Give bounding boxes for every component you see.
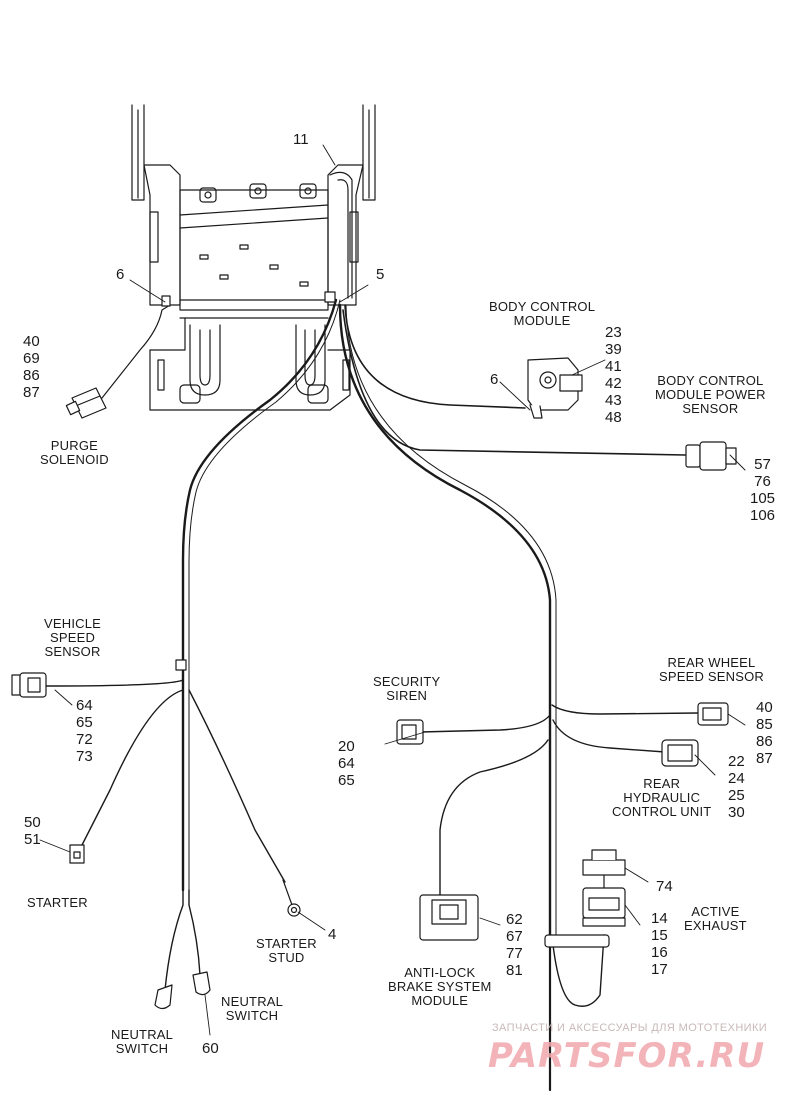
callout-5: 5 — [376, 266, 385, 283]
harness-wires — [44, 298, 699, 1092]
callout-60: 60 — [202, 1040, 219, 1057]
watermark-text: ЗАПЧАСТИ И АКСЕССУАРЫ ДЛЯ МОТОТЕХНИКИ — [492, 1022, 768, 1034]
callout-11: 11 — [293, 131, 309, 148]
callout-6-frame: 6 — [116, 266, 125, 283]
watermark-logo: PARTSFOR.RU — [488, 1036, 766, 1076]
leader-lines — [39, 144, 746, 1036]
connectors — [11, 291, 737, 1010]
callout-6-bcm: 6 — [490, 371, 499, 388]
frame-bracket — [131, 104, 376, 411]
callout-4: 4 — [328, 926, 337, 943]
label-starter: STARTER — [27, 895, 88, 910]
callout-74: 74 — [656, 878, 673, 895]
